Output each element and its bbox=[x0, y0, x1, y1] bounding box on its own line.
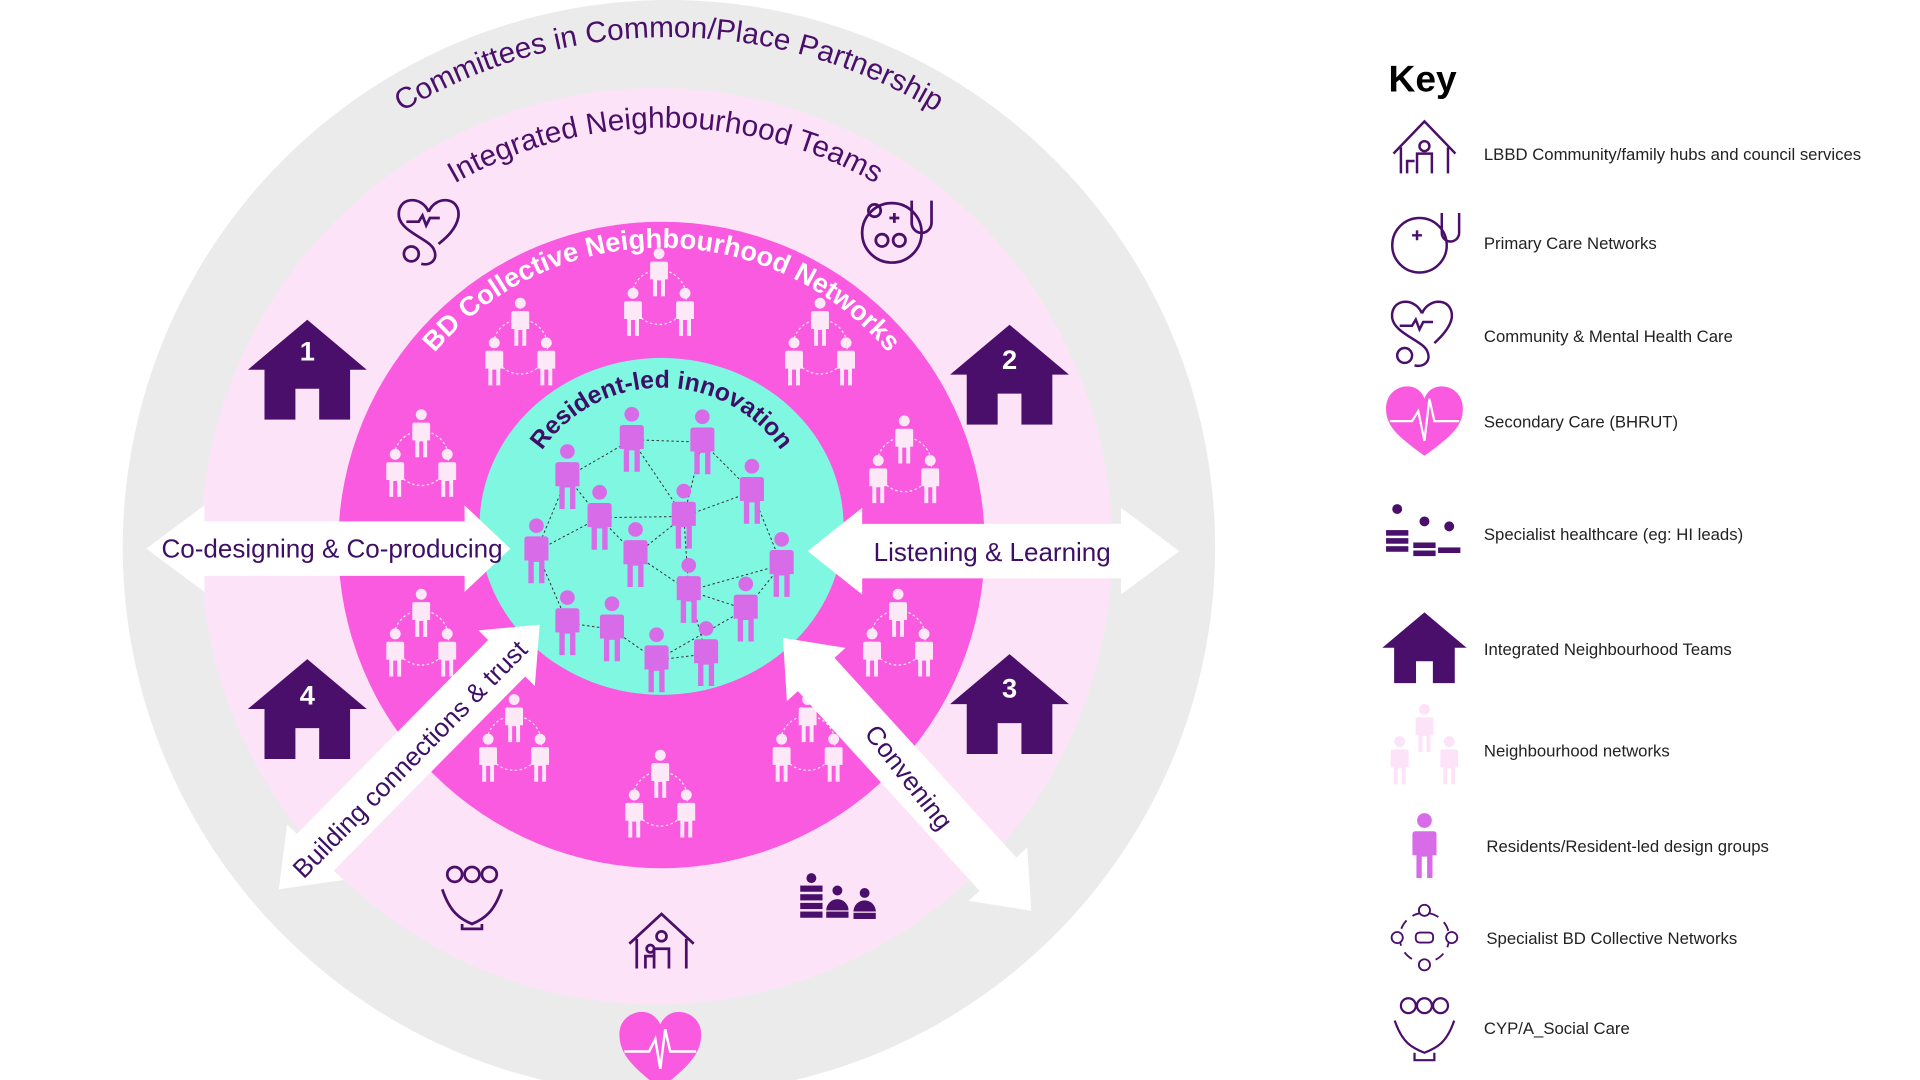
key-item-label: Community & Mental Health Care bbox=[1484, 327, 1733, 346]
team-number-4: 4 bbox=[300, 680, 315, 711]
heart-pulse-icon bbox=[1386, 386, 1463, 456]
key-item: Community & Mental Health Care bbox=[1391, 300, 1733, 368]
neighbourhood-group-icon bbox=[625, 749, 696, 838]
team-number-3: 3 bbox=[1002, 672, 1017, 703]
key-item-label: Neighbourhood networks bbox=[1484, 742, 1670, 761]
neighbourhood-group-icon bbox=[386, 409, 457, 497]
neighbourhood-group-icon bbox=[386, 588, 457, 677]
care-hands-icon bbox=[441, 865, 504, 931]
key-item-label: Primary Care Networks bbox=[1484, 234, 1657, 253]
key-title: Key bbox=[1389, 58, 1457, 100]
key-list: LBBD Community/family hubs and council s… bbox=[1382, 119, 1861, 1062]
stethoscope-group-icon bbox=[1391, 213, 1461, 274]
key-item-label: Residents/Resident-led design groups bbox=[1486, 837, 1769, 856]
key-item: Specialist healthcare (eg: HI leads) bbox=[1386, 504, 1743, 557]
key-item-label: LBBD Community/family hubs and council s… bbox=[1484, 145, 1861, 164]
key-item: Specialist BD Collective Networks bbox=[1390, 903, 1737, 972]
neighbourhood-group-icon bbox=[485, 297, 556, 386]
stethoscope-group-icon bbox=[860, 200, 933, 264]
key-item: Secondary Care (BHRUT) bbox=[1386, 386, 1678, 456]
resident-icon bbox=[1412, 813, 1437, 879]
key-item: CYP/A_Social Care bbox=[1393, 997, 1630, 1062]
neighbourhood-groups bbox=[386, 248, 940, 838]
neighbourhood-group-icon bbox=[863, 588, 933, 677]
neighbourhood-group-icon bbox=[479, 694, 550, 782]
arrow-label-right: Listening & Learning bbox=[874, 537, 1111, 567]
team-number-1: 1 bbox=[300, 335, 315, 366]
arrow-label-left: Co-designing & Co-producing bbox=[162, 533, 503, 563]
neighbourhood-group-icon bbox=[785, 297, 855, 386]
specialists-icon bbox=[1386, 504, 1461, 557]
arrow-co-designing bbox=[146, 505, 511, 593]
neighbourhood-group-icon bbox=[624, 248, 694, 336]
key-item-label: CYP/A_Social Care bbox=[1484, 1019, 1630, 1038]
resident-link bbox=[631, 439, 685, 517]
specialists-icon bbox=[800, 873, 876, 919]
house-family-icon bbox=[628, 912, 695, 969]
key-item: Integrated Neighbourhood Teams bbox=[1382, 612, 1732, 684]
network-cycle-icon bbox=[1390, 903, 1459, 972]
resident-link bbox=[599, 517, 636, 556]
resident-link bbox=[566, 476, 600, 519]
key-item: Residents/Resident-led design groups bbox=[1412, 813, 1769, 879]
heart-stethoscope-icon bbox=[1391, 300, 1453, 368]
heart-pulse-icon bbox=[619, 1011, 702, 1080]
key-item-label: Specialist BD Collective Networks bbox=[1486, 929, 1737, 948]
house-family-icon bbox=[1392, 119, 1457, 174]
key-item-label: Integrated Neighbourhood Teams bbox=[1484, 640, 1732, 659]
resident-link bbox=[688, 564, 782, 592]
key-item: Primary Care Networks bbox=[1391, 213, 1657, 274]
house-icon bbox=[1382, 612, 1467, 684]
arrow-convening bbox=[782, 637, 1032, 911]
key-item: LBBD Community/family hubs and council s… bbox=[1392, 119, 1861, 174]
resident-link bbox=[599, 515, 684, 519]
key-item-label: Specialist healthcare (eg: HI leads) bbox=[1484, 525, 1743, 544]
care-hands-icon bbox=[1393, 997, 1456, 1062]
arrow-listening bbox=[807, 507, 1180, 595]
team-number-2: 2 bbox=[1002, 344, 1017, 375]
arrow-building-connections bbox=[278, 624, 540, 890]
key-item-label: Secondary Care (BHRUT) bbox=[1484, 412, 1678, 431]
neighbourhood-group-icon bbox=[1390, 703, 1459, 785]
neighbourhood-group-icon bbox=[772, 694, 843, 782]
key-item: Neighbourhood networks bbox=[1390, 703, 1670, 785]
heart-stethoscope-icon bbox=[397, 198, 460, 266]
neighbourhood-group-icon bbox=[869, 415, 940, 504]
resident-link bbox=[535, 476, 568, 552]
